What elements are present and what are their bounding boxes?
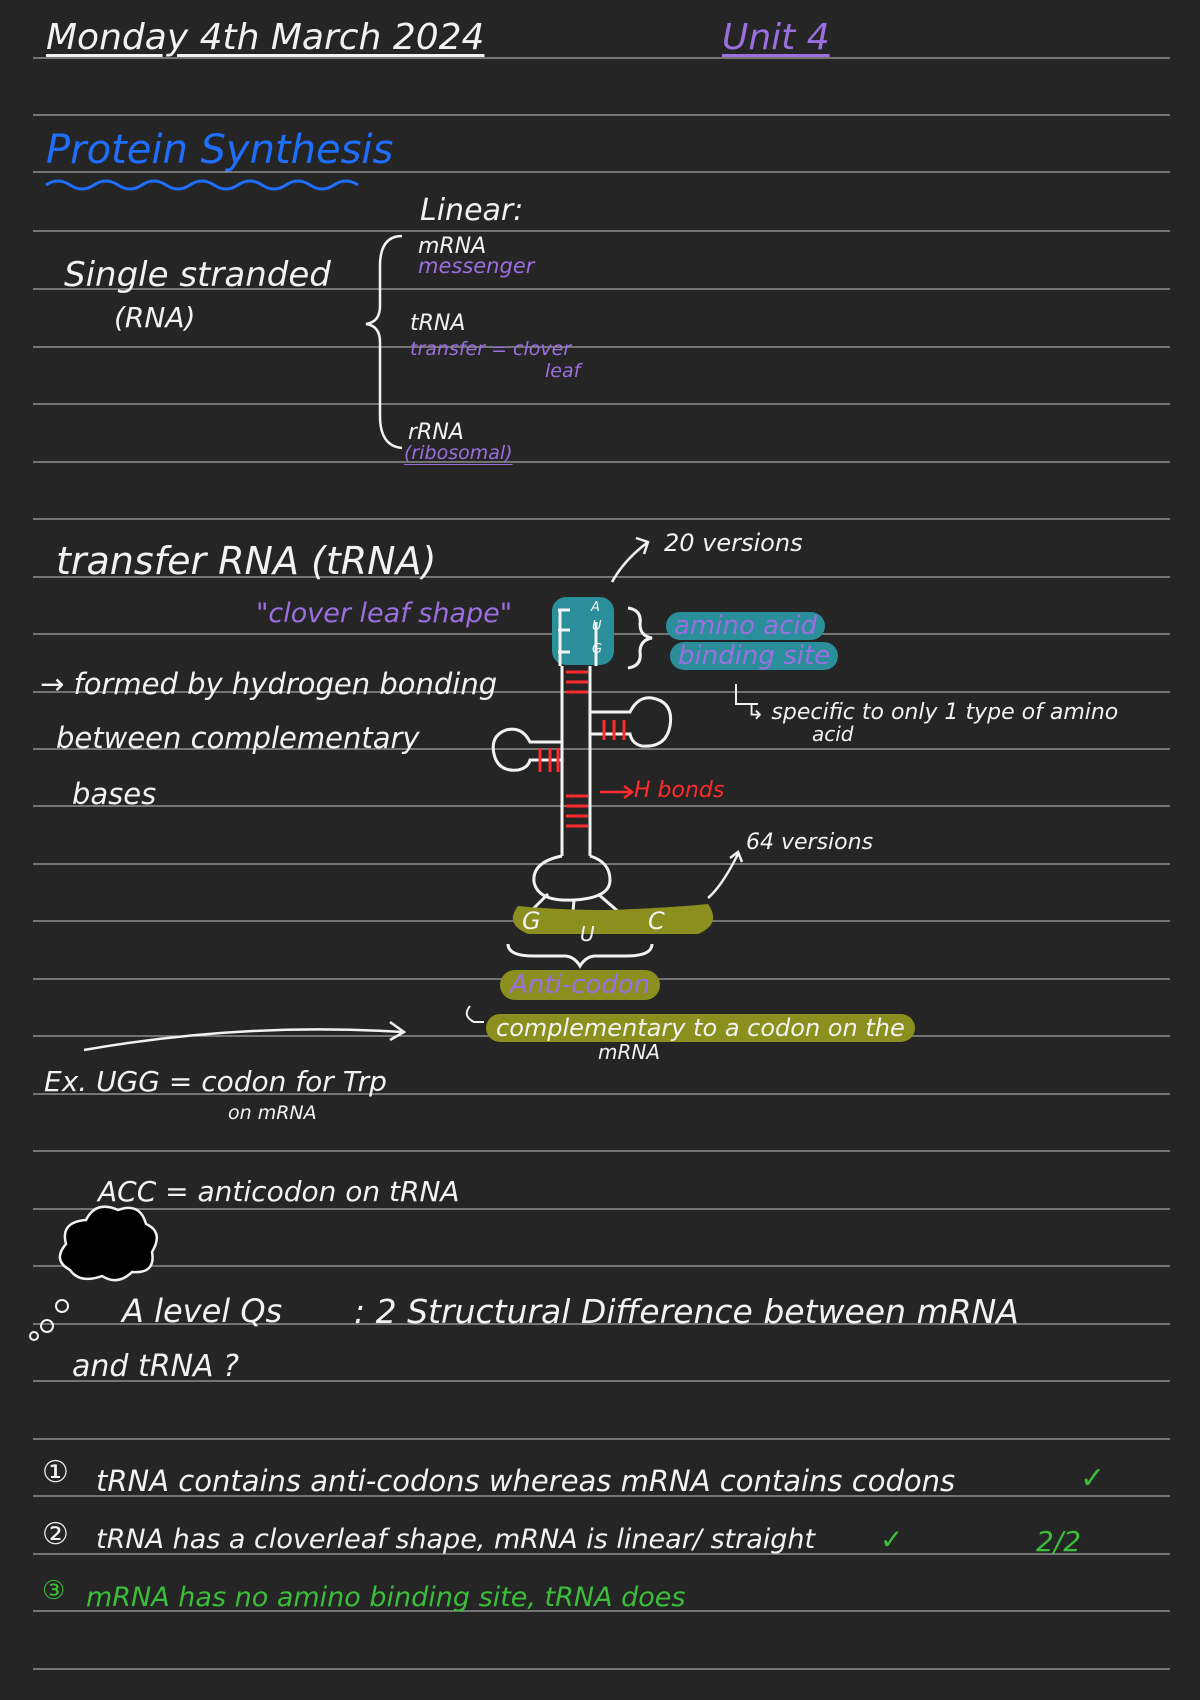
binding-site-label: binding site [670,642,839,670]
score-label: 2/2 [1036,1525,1082,1558]
sixty-four-versions-label: 64 versions [746,830,874,855]
twenty-versions-label: 20 versions [664,529,803,557]
formed-line-1: → formed by hydrogen bonding [40,667,498,701]
rna-paren-label: (RNA) [114,301,196,334]
a-level-qs-label: A level Qs [122,1292,283,1330]
anticodon-highlight [512,904,714,934]
clover-leaf-shape-label: "clover leaf shape" [256,598,513,629]
h-bonds-label: H bonds [634,778,725,803]
rrna-label: rRNA [408,420,464,445]
question-text: : 2 Structural Difference between mRNA [354,1292,1019,1331]
acceptor-base-a: A [591,600,600,615]
page-title: Protein Synthesis [46,127,394,173]
anticodon-base-u: U [580,922,595,946]
complementary-line-2: mRNA [598,1040,661,1064]
rrna-note: (ribosomal) [404,442,513,464]
acceptor-base-u: U [592,619,602,634]
unit-heading: Unit 4 [722,17,830,58]
mrna-label: mRNA [418,234,487,259]
trna-note-leaf: leaf [545,360,581,382]
answer-number-1: ① [42,1455,69,1490]
complementary-line-1: complementary to a codon on the [486,1014,915,1042]
answer-text-3: mRNA has no amino binding site, tRNA doe… [86,1582,686,1613]
answer-text-2: tRNA has a cloverleaf shape, mRNA is lin… [96,1524,816,1555]
linear-label: Linear: [420,193,524,228]
date-heading: Monday 4th March 2024 [46,17,485,58]
question-text-2: and tRNA ? [72,1349,240,1384]
example-on-mrna: on mRNA [228,1102,317,1124]
specific-line-1: ↳ specific to only 1 type of amino [746,700,1119,725]
single-stranded-label: Single stranded [64,255,331,295]
answer-tick-1: ✓ [1080,1461,1106,1496]
answer-text-1: tRNA contains anti-codons whereas mRNA c… [96,1464,956,1498]
anticodon-base-g: G [522,907,541,935]
specific-line-2: acid [812,722,854,746]
acceptor-base-g: G [592,642,603,657]
mrna-note: messenger [418,254,535,278]
anticodon-base-c: C [648,907,665,935]
answer-number-2: ② [42,1517,69,1552]
trna-heading: transfer RNA (tRNA) [56,539,437,583]
trna-label: tRNA [410,311,466,336]
anticodon-example-line: ACC = anticodon on tRNA [98,1175,460,1208]
formed-line-3: bases [72,777,157,811]
answer-number-3: ③ [42,1576,66,1606]
amino-acid-label: amino acid [666,612,826,640]
anticodon-label: Anti-codon [500,970,661,1000]
trna-note: transfer = clover [410,338,572,360]
answer-tick-2: ✓ [880,1523,904,1556]
example-codon-line: Ex. UGG = codon for Trp [44,1065,387,1098]
formed-line-2: between complementary [56,721,420,755]
acceptor-highlight [552,597,614,665]
